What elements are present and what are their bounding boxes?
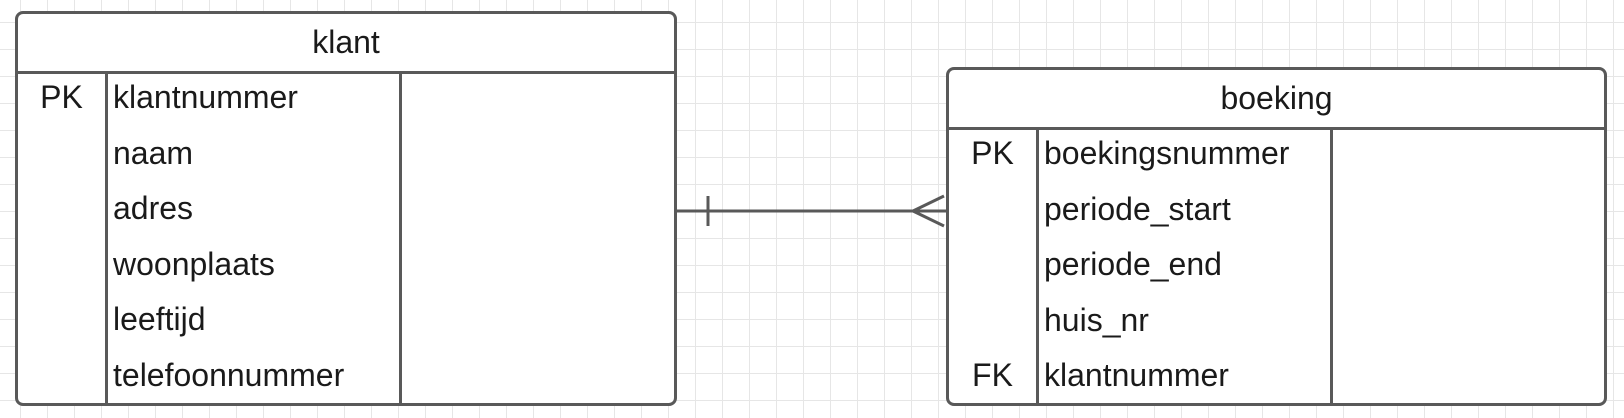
attribute-name: leeftijd <box>113 301 206 337</box>
attribute-key <box>949 297 1036 353</box>
entity-boeking[interactable]: boeking PK boekingsnummer periode_start … <box>946 67 1607 406</box>
attribute-row[interactable]: telefoonnummer <box>18 352 674 404</box>
attribute-key <box>949 241 1036 297</box>
key-column-divider <box>105 74 108 403</box>
attribute-row[interactable]: naam <box>18 130 674 186</box>
attribute-row[interactable]: woonplaats <box>18 241 674 297</box>
entity-klant[interactable]: klant PK klantnummer naam adres woonplaa… <box>15 11 677 406</box>
attribute-key <box>18 185 105 241</box>
attribute-row[interactable]: adres <box>18 185 674 241</box>
attribute-name: adres <box>113 190 194 226</box>
attribute-key: PK <box>971 135 1014 171</box>
entity-title: boeking <box>949 70 1604 130</box>
attribute-key <box>18 296 105 352</box>
attribute-row[interactable]: periode_end <box>949 241 1604 297</box>
many-crowfoot-lower <box>912 209 945 228</box>
field-column-divider <box>1330 130 1333 403</box>
attribute-name: boekingsnummer <box>1044 135 1290 171</box>
attribute-key <box>949 186 1036 242</box>
attribute-name: telefoonnummer <box>113 356 345 393</box>
attribute-row[interactable]: FK klantnummer <box>949 352 1604 403</box>
attribute-name: periode_start <box>1044 190 1231 227</box>
attribute-key <box>18 352 105 404</box>
attribute-name: naam <box>113 134 194 171</box>
attribute-name: huis_nr <box>1044 301 1149 338</box>
attribute-row[interactable]: PK boekingsnummer <box>949 130 1604 186</box>
attribute-key: PK <box>40 79 83 115</box>
field-column-divider <box>399 74 402 403</box>
attribute-name: klantnummer <box>113 79 298 115</box>
attribute-row[interactable]: leeftijd <box>18 296 674 352</box>
entity-body: PK klantnummer naam adres woonplaats lee… <box>18 74 674 403</box>
attribute-row[interactable]: periode_start <box>949 186 1604 242</box>
attribute-row[interactable]: PK klantnummer <box>18 74 674 130</box>
attribute-name: periode_end <box>1044 246 1222 282</box>
entity-title: klant <box>18 14 674 74</box>
attribute-key <box>18 241 105 297</box>
many-crowfoot-upper <box>912 194 945 213</box>
attribute-name: woonplaats <box>113 245 275 282</box>
attribute-name: klantnummer <box>1044 357 1229 393</box>
attribute-key <box>18 130 105 186</box>
entity-body: PK boekingsnummer periode_start periode_… <box>949 130 1604 403</box>
key-column-divider <box>1036 130 1039 403</box>
attribute-row[interactable]: huis_nr <box>949 297 1604 353</box>
attribute-key: FK <box>972 357 1013 393</box>
